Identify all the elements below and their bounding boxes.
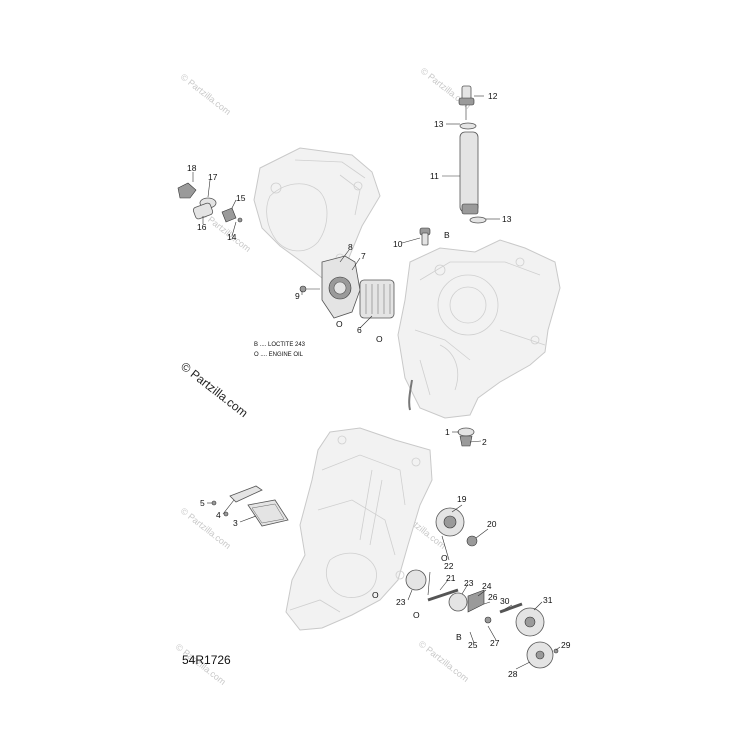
callout-5: 5 xyxy=(200,498,205,508)
callout-21: 21 xyxy=(446,573,456,583)
callout-28: 28 xyxy=(508,669,518,679)
diagram-reference-code: 54R1726 xyxy=(182,653,231,667)
symbol-o: O xyxy=(441,553,448,563)
symbol-b: B xyxy=(444,230,450,240)
crankcase-right xyxy=(397,239,561,419)
drain-plug xyxy=(457,427,475,447)
callout-22: 22 xyxy=(444,561,454,571)
callout-3: 3 xyxy=(233,518,238,528)
crankcase-lower xyxy=(285,427,433,631)
callout-17: 17 xyxy=(208,172,218,182)
oil-pressure-parts xyxy=(177,182,243,223)
callout-2: 2 xyxy=(482,437,487,447)
callout-18: 18 xyxy=(187,163,197,173)
callout-1: 1 xyxy=(445,427,450,437)
callout-9: 9 xyxy=(295,291,300,301)
callout-13: 13 xyxy=(434,119,444,129)
watermark-text-prominent: © Partzilla.com xyxy=(178,359,250,420)
callout-19: 19 xyxy=(457,494,467,504)
leader-lines xyxy=(192,95,561,670)
callout-16: 16 xyxy=(197,222,207,232)
callout-8: 8 xyxy=(348,242,353,252)
callout-30: 30 xyxy=(500,596,510,606)
callout-25: 25 xyxy=(468,640,478,650)
lubricant-symbols: B B O O O O O xyxy=(336,230,462,642)
callout-23: 23 xyxy=(464,578,474,588)
callout-6: 6 xyxy=(357,325,362,335)
callout-14: 14 xyxy=(227,232,237,242)
callout-31: 31 xyxy=(543,595,553,605)
callout-27: 27 xyxy=(490,638,500,648)
callout-10: 10 xyxy=(393,239,403,249)
symbol-b: B xyxy=(456,632,462,642)
oil-dipstick-assembly xyxy=(458,85,487,224)
callout-labels: 12 13 11 13 18 17 15 16 14 10 8 7 9 6 1 … xyxy=(187,91,571,679)
callout-7: 7 xyxy=(361,251,366,261)
callout-12: 12 xyxy=(488,91,498,101)
legend-engine-oil: O .... ENGINE OIL xyxy=(254,352,304,358)
crankcase-cover-upper xyxy=(253,147,381,279)
oil-pump-gears xyxy=(405,507,559,669)
oil-strainer-parts xyxy=(211,485,289,527)
callout-13: 13 xyxy=(502,214,512,224)
callout-26: 26 xyxy=(488,592,498,602)
symbol-o: O xyxy=(372,590,379,600)
callout-24: 24 xyxy=(482,581,492,591)
symbol-o: O xyxy=(336,319,343,329)
legend: B .... LOCTITE 243 O .... ENGINE OIL xyxy=(254,342,306,358)
callout-4: 4 xyxy=(216,510,221,520)
callout-29: 29 xyxy=(561,640,571,650)
symbol-o: O xyxy=(413,610,420,620)
symbol-o: O xyxy=(376,334,383,344)
watermark-text: © Partzilla.com xyxy=(417,639,471,684)
watermark-text: © Partzilla.com xyxy=(179,72,233,117)
callout-23: 23 xyxy=(396,597,406,607)
legend-loctite: B .... LOCTITE 243 xyxy=(254,342,306,348)
callout-11: 11 xyxy=(430,171,439,181)
callout-20: 20 xyxy=(487,519,497,529)
callout-15: 15 xyxy=(236,193,246,203)
oil-filter-group xyxy=(299,227,431,319)
